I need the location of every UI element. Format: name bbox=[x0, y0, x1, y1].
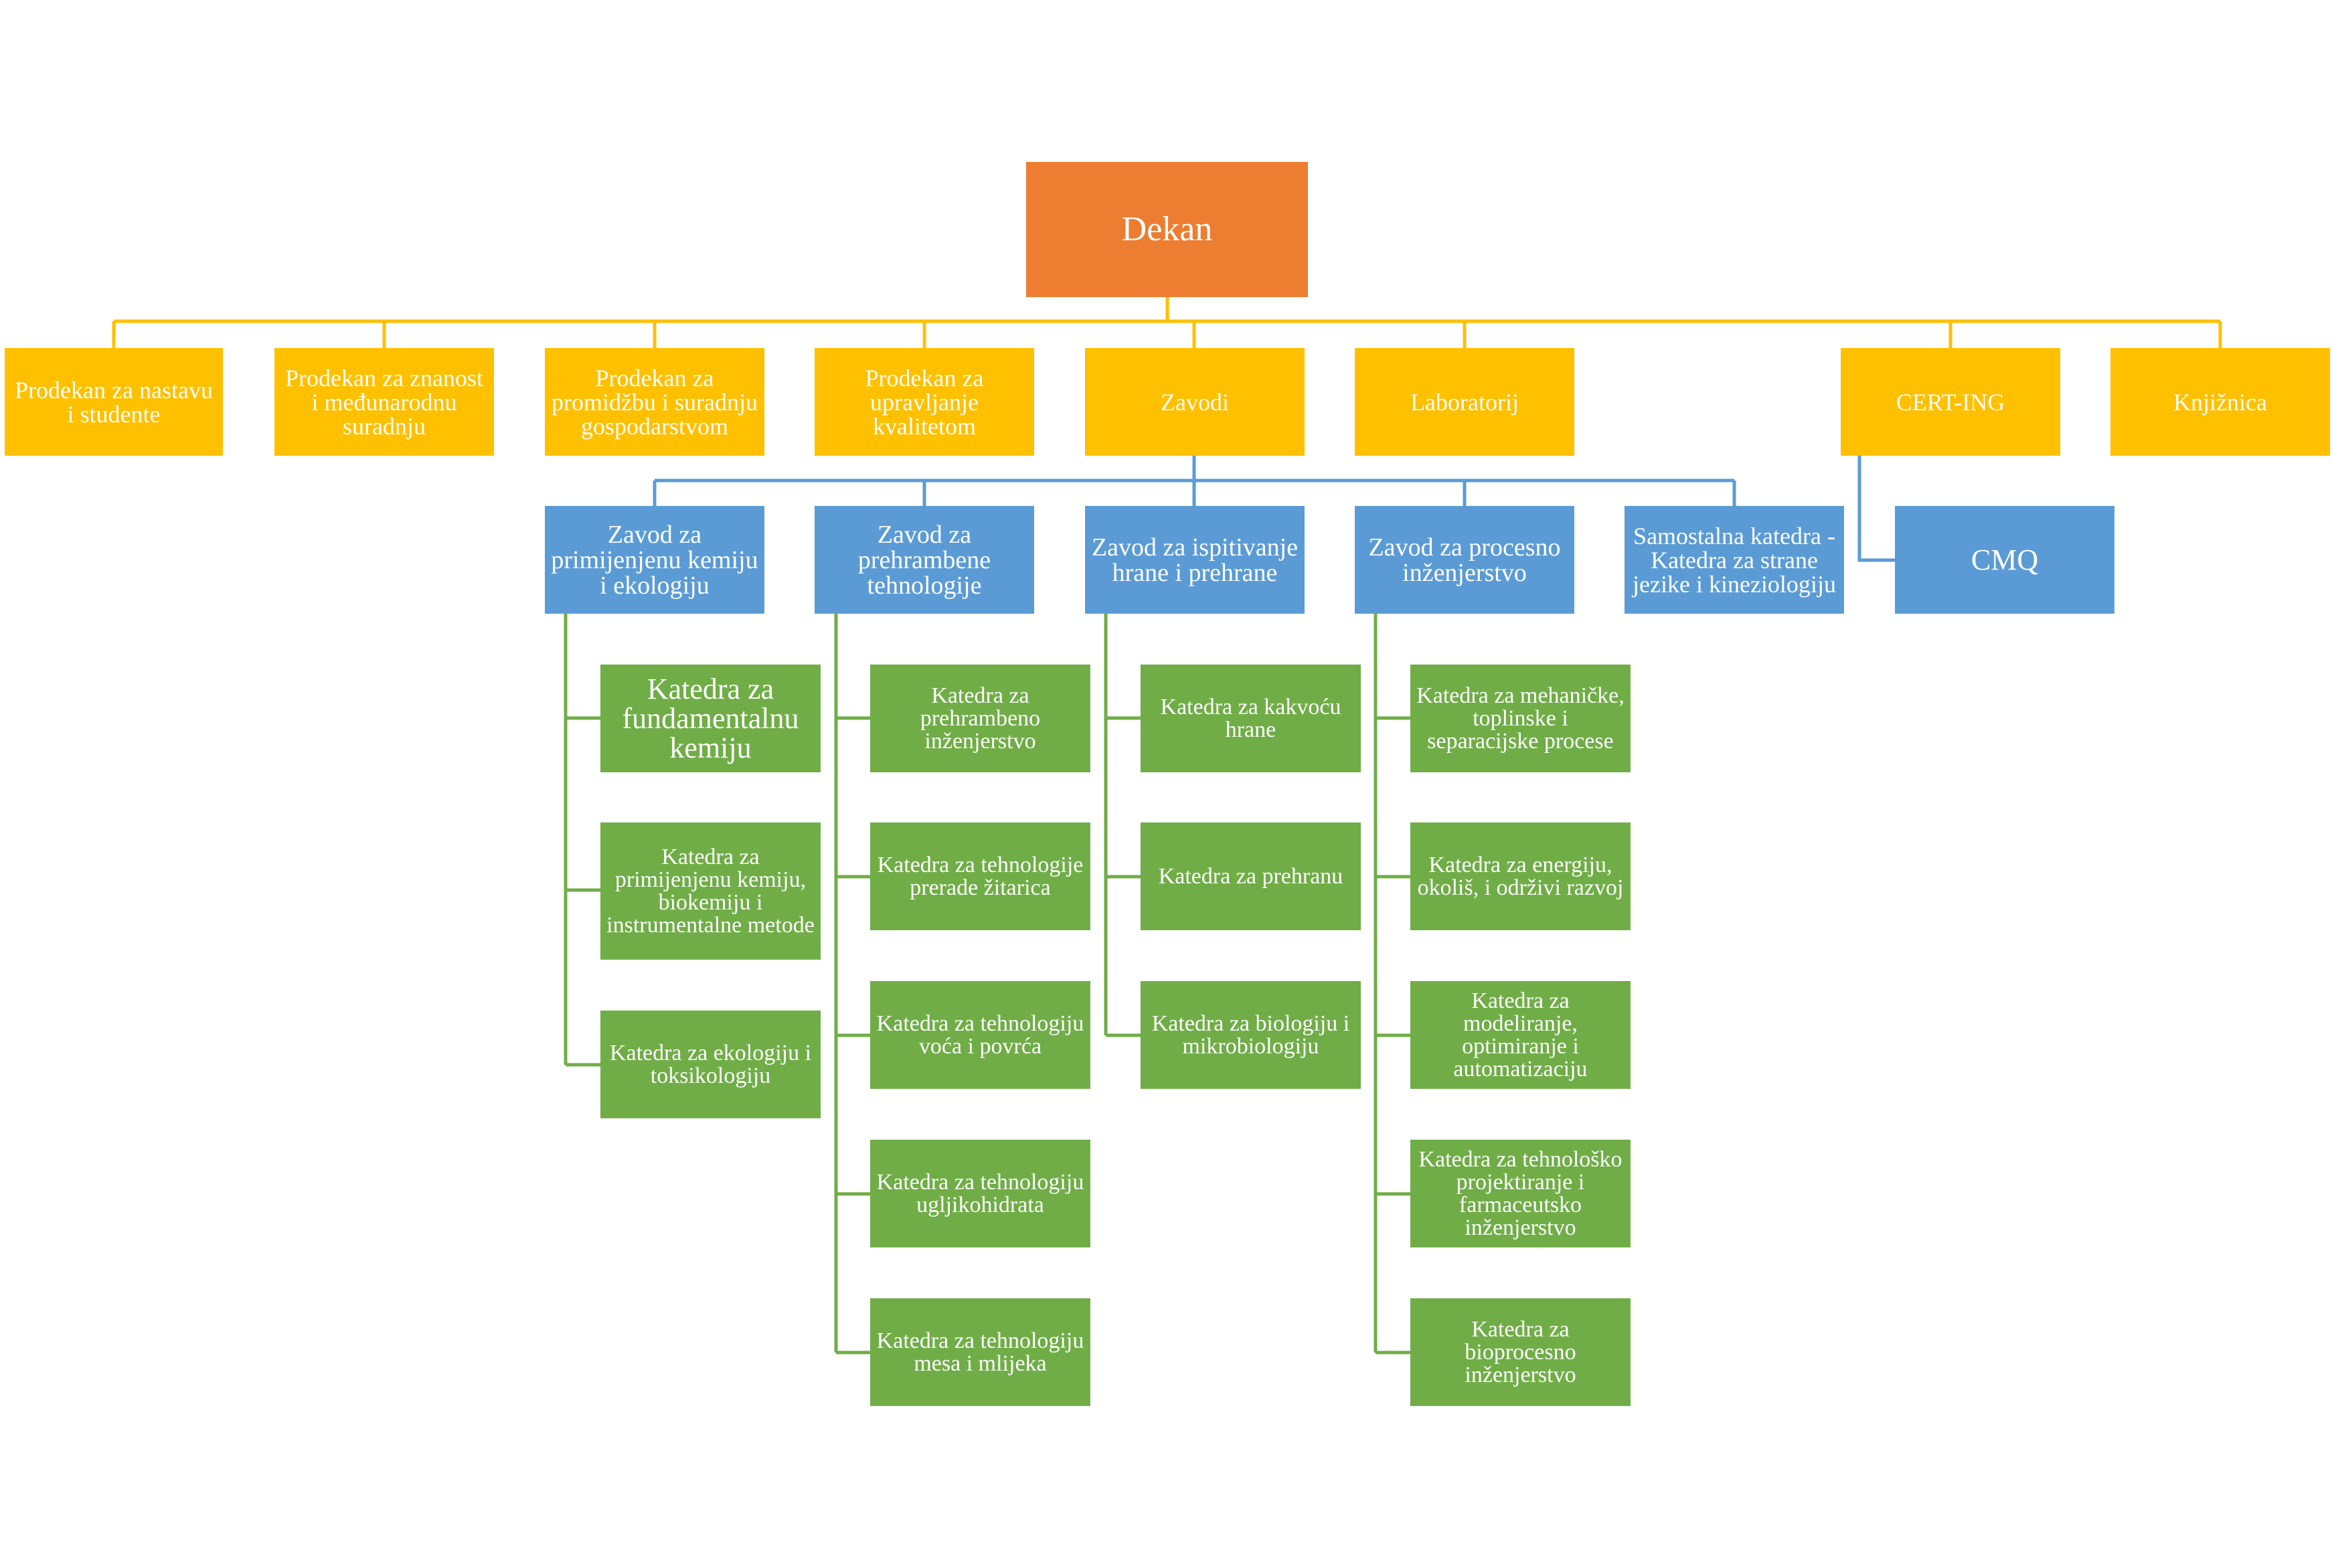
katedra-kakvoca-hrane-label: Katedra za kakvoću hrane bbox=[1160, 694, 1341, 742]
katedra-energija-okolis-box: Katedra za energiju, okoliš, i održivi r… bbox=[1410, 822, 1631, 930]
katedra-primijenjena-kemija-label: Katedra za primijenjenu kemiju, biokemij… bbox=[606, 844, 815, 938]
katedra-mehanicki-procesi-box: Katedra za mehaničke, toplinske i separa… bbox=[1410, 665, 1631, 772]
cmq-label: CMQ bbox=[1971, 543, 2039, 576]
katedra-prehrana-label: Katedra za prehranu bbox=[1158, 863, 1343, 889]
katedra-ekologija-box: Katedra za ekologiju i toksikologiju bbox=[600, 1011, 821, 1118]
samostalna-katedra-label: Samostalna katedra - Katedra za strane j… bbox=[1633, 522, 1836, 598]
katedra-voce-povrce-label: Katedra za tehnologiju voća i povrća bbox=[876, 1011, 1084, 1059]
katedra-ugljikohidrati-box: Katedra za tehnologiju ugljikohidrata bbox=[870, 1140, 1090, 1247]
katedra-bioprocesno-box: Katedra za bioprocesno inženjerstvo bbox=[1410, 1298, 1631, 1406]
prodekan-znanost-box: Prodekan za znanost i međunarodnu suradn… bbox=[274, 348, 494, 456]
dean-connectors bbox=[112, 297, 2222, 348]
cmq-box: CMQ bbox=[1895, 506, 2114, 614]
katedra-meso-mlijeko-label: Katedra za tehnologiju mesa i mlijeka bbox=[876, 1328, 1084, 1376]
prodekan-kvaliteta-label: Prodekan za upravljanje kvalitetom bbox=[865, 364, 984, 440]
dean-label: Dekan bbox=[1121, 210, 1213, 248]
zavod-prehrambene-label: Zavod za prehrambene tehnologije bbox=[857, 520, 991, 600]
prodekan-promidzba-box: Prodekan za promidžbu i suradnju gospoda… bbox=[545, 348, 764, 456]
zavodi-box: Zavodi bbox=[1085, 348, 1305, 456]
zavod-kemija-box: Zavod za primijenjenu kemiju i ekologiju bbox=[545, 506, 764, 614]
knjiznica-box: Knjižnica bbox=[2110, 348, 2330, 456]
katedra-modeliranje-box: Katedra za modeliranje, optimiranje i au… bbox=[1410, 981, 1631, 1089]
laboratorij-box: Laboratorij bbox=[1355, 348, 1574, 456]
katedra-mehanicki-procesi-label: Katedra za mehaničke, toplinske i separa… bbox=[1416, 683, 1625, 754]
katedra-fundamentalna-kemija-box: Katedra za fundamentalnu kemiju bbox=[600, 665, 821, 772]
chair-connectors bbox=[564, 614, 1410, 1355]
zavod-ispitivanje-box: Zavod za ispitivanje hrane i prehrane bbox=[1085, 506, 1305, 614]
katedra-voce-povrce-box: Katedra za tehnologiju voća i povrća bbox=[870, 981, 1090, 1089]
katedra-projektiranje-label: Katedra za tehnološko projektiranje i fa… bbox=[1418, 1146, 1622, 1240]
zavodi-label: Zavodi bbox=[1161, 388, 1229, 416]
prodekan-znanost-label: Prodekan za znanost i međunarodnu suradn… bbox=[285, 364, 483, 440]
zavod-procesno-label: Zavod za procesno inženjerstvo bbox=[1368, 533, 1561, 587]
katedra-prehrana-box: Katedra za prehranu bbox=[1141, 822, 1361, 930]
katedra-prehrambeno-inzenjerstvo-box: Katedra za prehrambeno inženjerstvo bbox=[870, 665, 1090, 772]
katedra-ugljikohidrati-label: Katedra za tehnologiju ugljikohidrata bbox=[876, 1169, 1084, 1217]
katedra-projektiranje-box: Katedra za tehnološko projektiranje i fa… bbox=[1410, 1140, 1631, 1247]
prodekan-promidzba-label: Prodekan za promidžbu i suradnju gospoda… bbox=[552, 364, 758, 440]
katedra-biologija-label: Katedra za biologiju i mikrobiologiju bbox=[1151, 1011, 1350, 1059]
zavod-procesno-box: Zavod za procesno inženjerstvo bbox=[1355, 506, 1574, 614]
cert-ing-box: CERT-ING bbox=[1841, 348, 2060, 456]
cert-ing-label: CERT-ING bbox=[1896, 388, 2005, 416]
katedra-modeliranje-label: Katedra za modeliranje, optimiranje i au… bbox=[1453, 988, 1588, 1081]
katedra-fundamentalna-kemija-label: Katedra za fundamentalnu kemiju bbox=[622, 672, 799, 764]
prodekan-nastava-box: Prodekan za nastavu i studente bbox=[5, 348, 223, 456]
katedra-zitarice-box: Katedra za tehnologije prerade žitarica bbox=[870, 822, 1090, 930]
katedra-biologija-box: Katedra za biologiju i mikrobiologiju bbox=[1141, 981, 1361, 1089]
katedra-prehrambeno-inzenjerstvo-label: Katedra za prehrambeno inženjerstvo bbox=[920, 683, 1041, 754]
dean-box: Dekan bbox=[1026, 162, 1308, 297]
prodekan-nastava-label: Prodekan za nastavu i studente bbox=[15, 376, 213, 428]
institute-connectors bbox=[653, 456, 1895, 562]
zavod-ispitivanje-label: Zavod za ispitivanje hrane i prehrane bbox=[1091, 533, 1299, 587]
laboratorij-label: Laboratorij bbox=[1410, 388, 1519, 416]
zavod-kemija-label: Zavod za primijenjenu kemiju i ekologiju bbox=[551, 520, 758, 600]
katedra-energija-okolis-label: Katedra za energiju, okoliš, i održivi r… bbox=[1417, 852, 1624, 900]
katedra-ekologija-label: Katedra za ekologiju i toksikologiju bbox=[609, 1040, 812, 1088]
prodekan-kvaliteta-box: Prodekan za upravljanje kvalitetom bbox=[815, 348, 1034, 456]
samostalna-katedra-box: Samostalna katedra - Katedra za strane j… bbox=[1625, 506, 1844, 614]
knjiznica-label: Knjižnica bbox=[2173, 388, 2267, 416]
katedra-primijenjena-kemija-box: Katedra za primijenjenu kemiju, biokemij… bbox=[600, 822, 821, 960]
zavod-prehrambene-box: Zavod za prehrambene tehnologije bbox=[815, 506, 1034, 614]
katedra-bioprocesno-label: Katedra za bioprocesno inženjerstvo bbox=[1465, 1316, 1576, 1387]
katedra-kakvoca-hrane-box: Katedra za kakvoću hrane bbox=[1141, 665, 1361, 772]
katedra-meso-mlijeko-box: Katedra za tehnologiju mesa i mlijeka bbox=[870, 1298, 1090, 1406]
katedra-zitarice-label: Katedra za tehnologije prerade žitarica bbox=[877, 852, 1084, 900]
